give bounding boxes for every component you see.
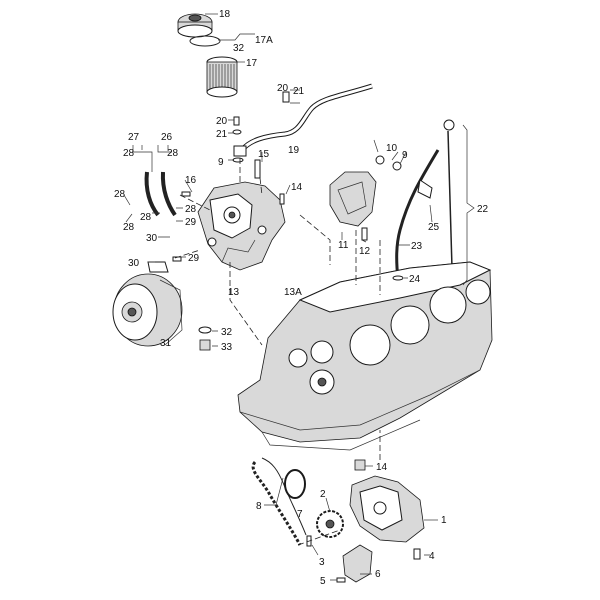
callout-29-top[interactable]: 29 [185,217,197,228]
callout-22[interactable]: 22 [477,204,489,215]
bolt-16[interactable] [181,191,191,197]
timing-cover[interactable] [329,171,377,227]
callout-15[interactable]: 15 [258,149,270,160]
callout-25[interactable]: 25 [428,222,440,233]
bolt-21-upper[interactable] [282,91,290,103]
callout-32-top[interactable]: 32 [233,43,245,54]
callout-17a[interactable]: 17A [255,35,273,46]
callout-31[interactable]: 31 [160,338,172,349]
pump-cover-plate[interactable] [342,544,373,583]
seal-10[interactable] [375,155,385,165]
callout-12[interactable]: 12 [359,246,371,257]
callout-11[interactable]: 11 [338,240,349,251]
callout-29[interactable]: 29 [188,253,200,264]
callout-28-tl[interactable]: 28 [123,148,135,159]
oil-filter-housing[interactable] [197,181,286,271]
bolt-20[interactable] [233,116,240,126]
callout-13a[interactable]: 13A [284,287,302,298]
callout-4[interactable]: 4 [429,551,435,562]
callout-23[interactable]: 23 [411,241,423,252]
callout-28-left[interactable]: 28 [114,189,126,200]
bolt-15[interactable] [254,159,261,179]
callout-16[interactable]: 16 [185,175,197,186]
callout-18[interactable]: 18 [219,9,231,20]
oil-pump[interactable] [349,475,425,543]
oil-cooler-pipes[interactable] [144,171,177,217]
dipstick[interactable] [443,119,455,269]
callout-28-right[interactable]: 28 [185,204,197,215]
callout-6[interactable]: 6 [375,569,381,580]
callout-14-top[interactable]: 14 [291,182,303,193]
callout-21[interactable]: 21 [216,129,228,140]
oil-filter-element[interactable] [206,56,238,98]
callout-1[interactable]: 1 [441,515,447,526]
callout-9[interactable]: 9 [218,157,224,168]
leader-lines [123,13,475,581]
bolt-4[interactable] [413,548,421,560]
top-plug[interactable] [354,459,366,471]
callout-19[interactable]: 19 [288,145,300,156]
callout-24[interactable]: 24 [409,274,421,285]
dipstick-guide-tube[interactable] [395,149,440,281]
callout-21-top[interactable]: 21 [293,86,305,97]
bolt-5[interactable] [336,577,346,583]
callout-2[interactable]: 2 [320,489,326,500]
seal-ring-32[interactable] [198,326,212,334]
callout-32[interactable]: 32 [221,327,233,338]
chain-sprocket[interactable] [284,469,306,499]
filter-seal-ring[interactable] [189,35,221,47]
callout-17[interactable]: 17 [246,58,258,69]
callout-10[interactable]: 10 [386,143,398,154]
seal-9[interactable] [232,157,244,163]
callout-26[interactable]: 26 [161,132,173,143]
callout-27[interactable]: 27 [128,132,140,143]
callout-13[interactable]: 13 [228,287,240,298]
callout-14[interactable]: 14 [376,462,388,473]
callout-30-top[interactable]: 30 [146,233,158,244]
callout-20[interactable]: 20 [216,116,228,127]
callout-7[interactable]: 7 [297,509,303,520]
bracket-30[interactable] [147,261,169,273]
assembly-lines [174,158,381,546]
callout-labels: 18 17A 32 17 20 21 20 21 9 19 27 26 28 2… [114,9,489,587]
callout-28-mid[interactable]: 28 [140,212,152,223]
oil-pump-sprocket[interactable] [316,510,344,538]
callout-5[interactable]: 5 [320,576,326,587]
seal-24[interactable] [392,275,404,281]
callout-33[interactable]: 33 [221,342,233,353]
breather-pipe[interactable] [233,83,373,157]
alternator[interactable] [112,273,183,347]
oil-filter-cap[interactable] [177,13,213,38]
callout-20-top[interactable]: 20 [277,83,289,94]
callout-28-tr[interactable]: 28 [167,148,179,159]
callout-3[interactable]: 3 [319,557,325,568]
engine-block[interactable] [237,261,493,451]
callout-8[interactable]: 8 [256,501,262,512]
drain-plug-33[interactable] [199,339,211,351]
seal-9b[interactable] [392,161,402,171]
bolt-12[interactable] [361,227,368,241]
callout-9-right[interactable]: 9 [402,150,408,161]
timing-chain[interactable] [251,457,307,546]
callout-30[interactable]: 30 [128,258,140,269]
bolt-14[interactable] [279,193,285,205]
callout-28-low[interactable]: 28 [123,222,135,233]
washer-21[interactable] [232,129,242,135]
